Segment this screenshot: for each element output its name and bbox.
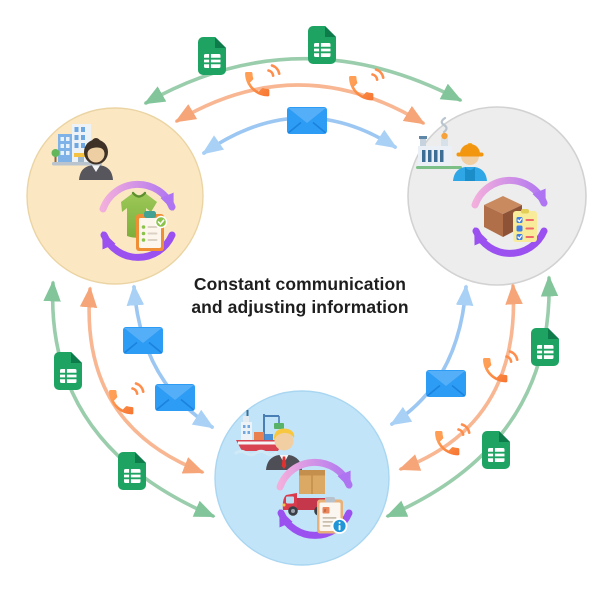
email-exchange-arrow	[126, 284, 215, 429]
email-icon	[425, 369, 467, 398]
spreadsheet-icon	[53, 351, 83, 391]
edge-retailer-logistics	[43, 280, 216, 518]
spreadsheet-icon	[197, 36, 227, 76]
shipping-info-clipboard-icon	[317, 497, 348, 534]
phone-icon	[347, 68, 385, 102]
caption-line-1: Constant communication	[193, 274, 407, 294]
factory-worker-icon	[453, 143, 487, 181]
manufacturer-node	[407, 106, 587, 286]
caption: Constant communication and adjusting inf…	[130, 273, 470, 319]
phone-icon	[481, 350, 519, 384]
email-icon	[122, 326, 164, 355]
retailer-node-content	[51, 124, 173, 257]
phone-exchange-arrow	[398, 283, 523, 471]
caption-line-2: and adjusting information	[191, 297, 409, 317]
spreadsheet-icon	[530, 327, 560, 367]
email-icon	[286, 106, 328, 135]
factory-icon	[416, 116, 462, 169]
spreadsheet-icon	[117, 451, 147, 491]
logistics-node-content	[234, 410, 349, 535]
edge-retailer-manufacturer	[143, 25, 463, 155]
edge-manufacturer-logistics	[385, 275, 560, 518]
phone-exchange-arrow	[174, 83, 426, 125]
businesswoman-icon	[79, 138, 113, 180]
production-checklist-icon	[513, 209, 537, 242]
spreadsheet-exchange-arrow	[143, 56, 463, 105]
phone-icon	[107, 382, 145, 416]
email-exchange-arrow	[389, 284, 474, 426]
spreadsheet-icon	[481, 430, 511, 470]
email-icon	[154, 383, 196, 412]
manufacturer-node-content	[416, 116, 544, 253]
cargo-ship-icon	[234, 410, 284, 457]
spreadsheet-icon	[307, 25, 337, 65]
order-clipboard-icon	[136, 211, 168, 251]
